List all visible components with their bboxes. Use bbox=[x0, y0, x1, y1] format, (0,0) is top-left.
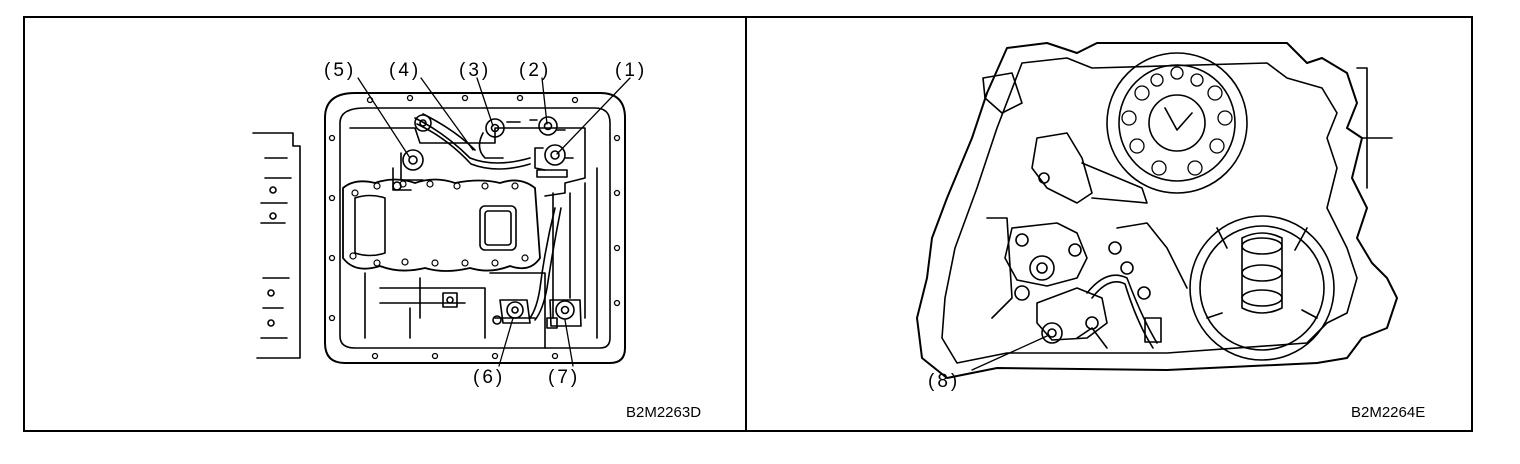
panel-divider bbox=[745, 16, 747, 432]
callout-5: (5) bbox=[324, 60, 357, 81]
figure-frame bbox=[23, 16, 1473, 432]
callout-8: (8) bbox=[928, 371, 961, 392]
figure-code-right: B2M2264E bbox=[1351, 404, 1426, 421]
left-valve-body-illustration bbox=[252, 77, 631, 367]
callout-6: (6) bbox=[473, 367, 506, 388]
callout-3: (3) bbox=[459, 60, 492, 81]
callout-1: (1) bbox=[615, 60, 648, 81]
callout-7: (7) bbox=[548, 367, 581, 388]
callout-2: (2) bbox=[519, 60, 552, 81]
figure-code-left: B2M2263D bbox=[626, 404, 702, 421]
callout-4: (4) bbox=[389, 60, 422, 81]
right-transmission-case-illustration bbox=[916, 42, 1398, 379]
